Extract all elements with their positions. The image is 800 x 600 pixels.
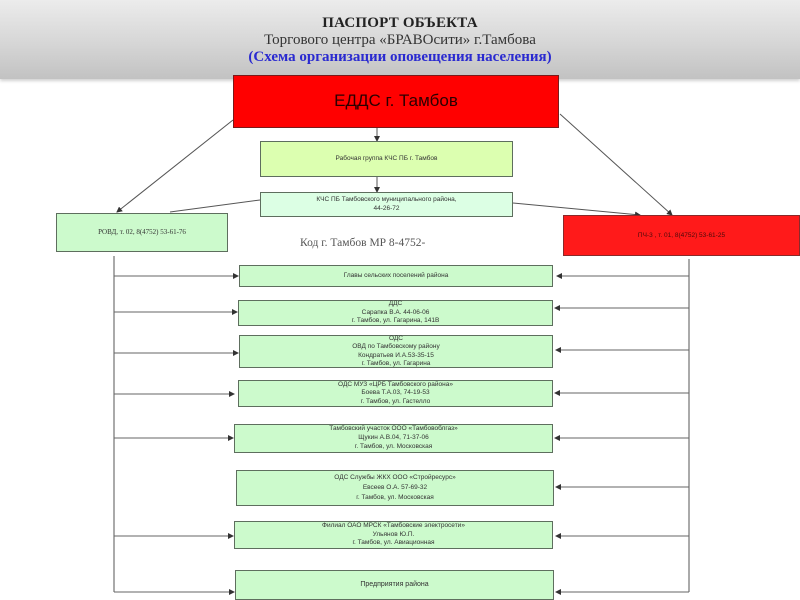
rovd-label: РОВД, т. 02, 8(4752) 53-61-76 [98,228,186,237]
list-item-line: Тамбовский участок ООО «Тамбовоблгаз» [329,425,458,433]
line-kchs-to-rovd [169,199,261,213]
list-item: Тамбовский участок ООО «Тамбовоблгаз» Щу… [234,424,553,453]
list-item-line: Предприятия района [360,580,429,588]
list-item-line: ОДС [388,334,403,342]
working-group-node: Рабочая группа КЧС ПБ г. Тамбов [260,141,513,177]
list-item-line: ОВД по Тамбовскому району [352,343,440,351]
list-item-line: ДДС [388,300,403,308]
header-band: ПАСПОРТ ОБЪЕКТА Торгового центра «БРАВОс… [0,0,800,79]
list-item-line: г. Тамбов, ул. Московская [354,442,433,450]
passport-title: ПАСПОРТ ОБЪЕКТА [322,15,478,31]
list-item: ОДС ОВД по Тамбовскому району Кондратьев… [239,335,553,368]
edds-node: ЕДДС г. Тамбов [233,75,559,128]
list-item: Филиал ОАО МРСК «Тамбовские электросети»… [234,521,553,549]
kchs-node: КЧС ПБ Тамбовского муниципального района… [260,192,513,217]
list-item-line: ОДС МУЗ «ЦРБ Тамбовского района» [338,380,453,388]
list-item: ОДС Службы ЖКХ ООО «Стройресурс» Евсеев … [236,470,554,506]
rovd-node: РОВД, т. 02, 8(4752) 53-61-76 [56,213,228,252]
list-item-line: Щукин А.В.04, 71-37-06 [358,434,429,442]
list-item-line: г. Тамбов, ул. Гагарина, 141В [351,317,440,325]
object-subtitle: Торгового центра «БРАВОсити» г.Тамбова [264,32,536,48]
list-item-line: Кондратьев И.А.53-35-15 [358,351,434,359]
arrow-edds-to-rovd [116,119,234,213]
list-item-line: г. Тамбов, ул. Авиационная [352,539,435,547]
kchs-label-line-1: КЧС ПБ Тамбовского муниципального района… [316,196,457,204]
kchs-label-line-2: 44-26-72 [373,204,400,212]
list-item: Главы сельских поселений района [239,265,553,287]
pch-node: ПЧ-3 , т. 01, 8(4752) 53-61-25 [563,215,800,256]
phone-code-note: Код г. Тамбов МР 8-4752- [300,237,426,249]
scheme-title: (Схема организации оповещения населения) [248,49,552,65]
list-item-line: Филиал ОАО МРСК «Тамбовские электросети» [322,521,465,529]
list-item: ОДС МУЗ «ЦРБ Тамбовского района» Боева Т… [238,380,553,407]
list-item: ДДС Сарапка В.А. 44-06-06 г. Тамбов, ул.… [238,300,553,326]
arrow-kchs-to-pch [512,202,641,218]
pch-label: ПЧ-3 , т. 01, 8(4752) 53-61-25 [637,231,726,239]
list-item: Предприятия района [235,570,554,600]
list-item-line: Ульянов Ю.П. [372,530,415,538]
list-item-line: ОДС Службы ЖКХ ООО «Стройресурс» [334,474,456,482]
list-item-line: Главы сельских поселений района [343,272,449,280]
list-item-line: Сарапка В.А. 44-06-06 [361,308,430,316]
list-item-line: Боева Т.А.03, 74-19-53 [361,389,430,397]
list-item-line: г. Тамбов, ул. Московская [356,493,434,501]
working-group-label: Рабочая группа КЧС ПБ г. Тамбов [335,155,438,163]
edds-label: ЕДДС г. Тамбов [334,91,458,111]
list-item-line: Евсеев О.А. 57-69-32 [362,484,428,492]
list-item-line: г. Тамбов, ул. Гастелло [360,397,431,405]
list-item-line: г. Тамбов, ул. Гагарина [361,359,431,367]
arrow-edds-to-pch [559,113,673,216]
